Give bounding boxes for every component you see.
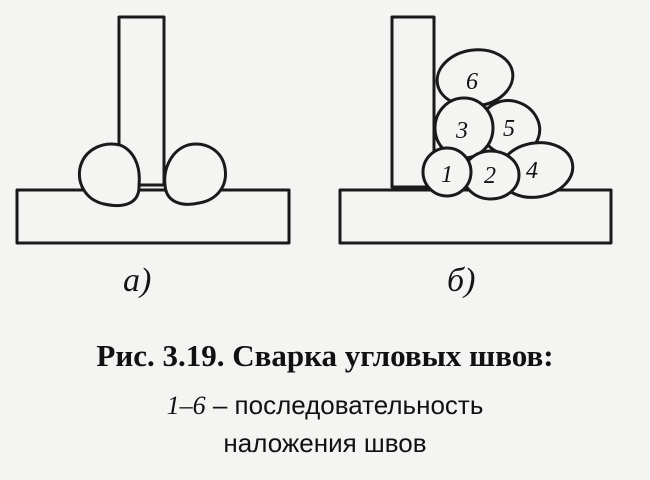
- welding-diagram: 6 3 5 1 2 4: [15, 15, 613, 245]
- base-plate-a: [15, 188, 291, 245]
- weld-bead-right-a: [163, 142, 227, 206]
- pass-number-3: 3: [455, 118, 468, 144]
- pass-number-6: 6: [466, 69, 478, 95]
- weld-pass-1: [421, 146, 473, 198]
- figure-caption-title: Рис. 3.19. Сварка угловых швов:: [96, 338, 554, 373]
- weld-bead-left-a: [77, 142, 141, 208]
- pass-number-1: 1: [441, 162, 453, 188]
- figure-caption-line3: наложения швов: [223, 428, 427, 458]
- caption-line2-text: – последовательность: [205, 390, 484, 420]
- subfigure-label-a: а): [123, 262, 152, 299]
- figure-caption-line2: 1–6 – последовательность: [0, 390, 650, 421]
- base-plate-b: [338, 188, 613, 245]
- subfigure-label-b: б): [447, 262, 476, 299]
- caption-pass-range: 1–6: [166, 391, 206, 420]
- pass-number-5: 5: [503, 116, 515, 142]
- vertical-plate-b: [390, 15, 436, 189]
- pass-number-2: 2: [484, 163, 496, 189]
- pass-number-4: 4: [526, 158, 538, 184]
